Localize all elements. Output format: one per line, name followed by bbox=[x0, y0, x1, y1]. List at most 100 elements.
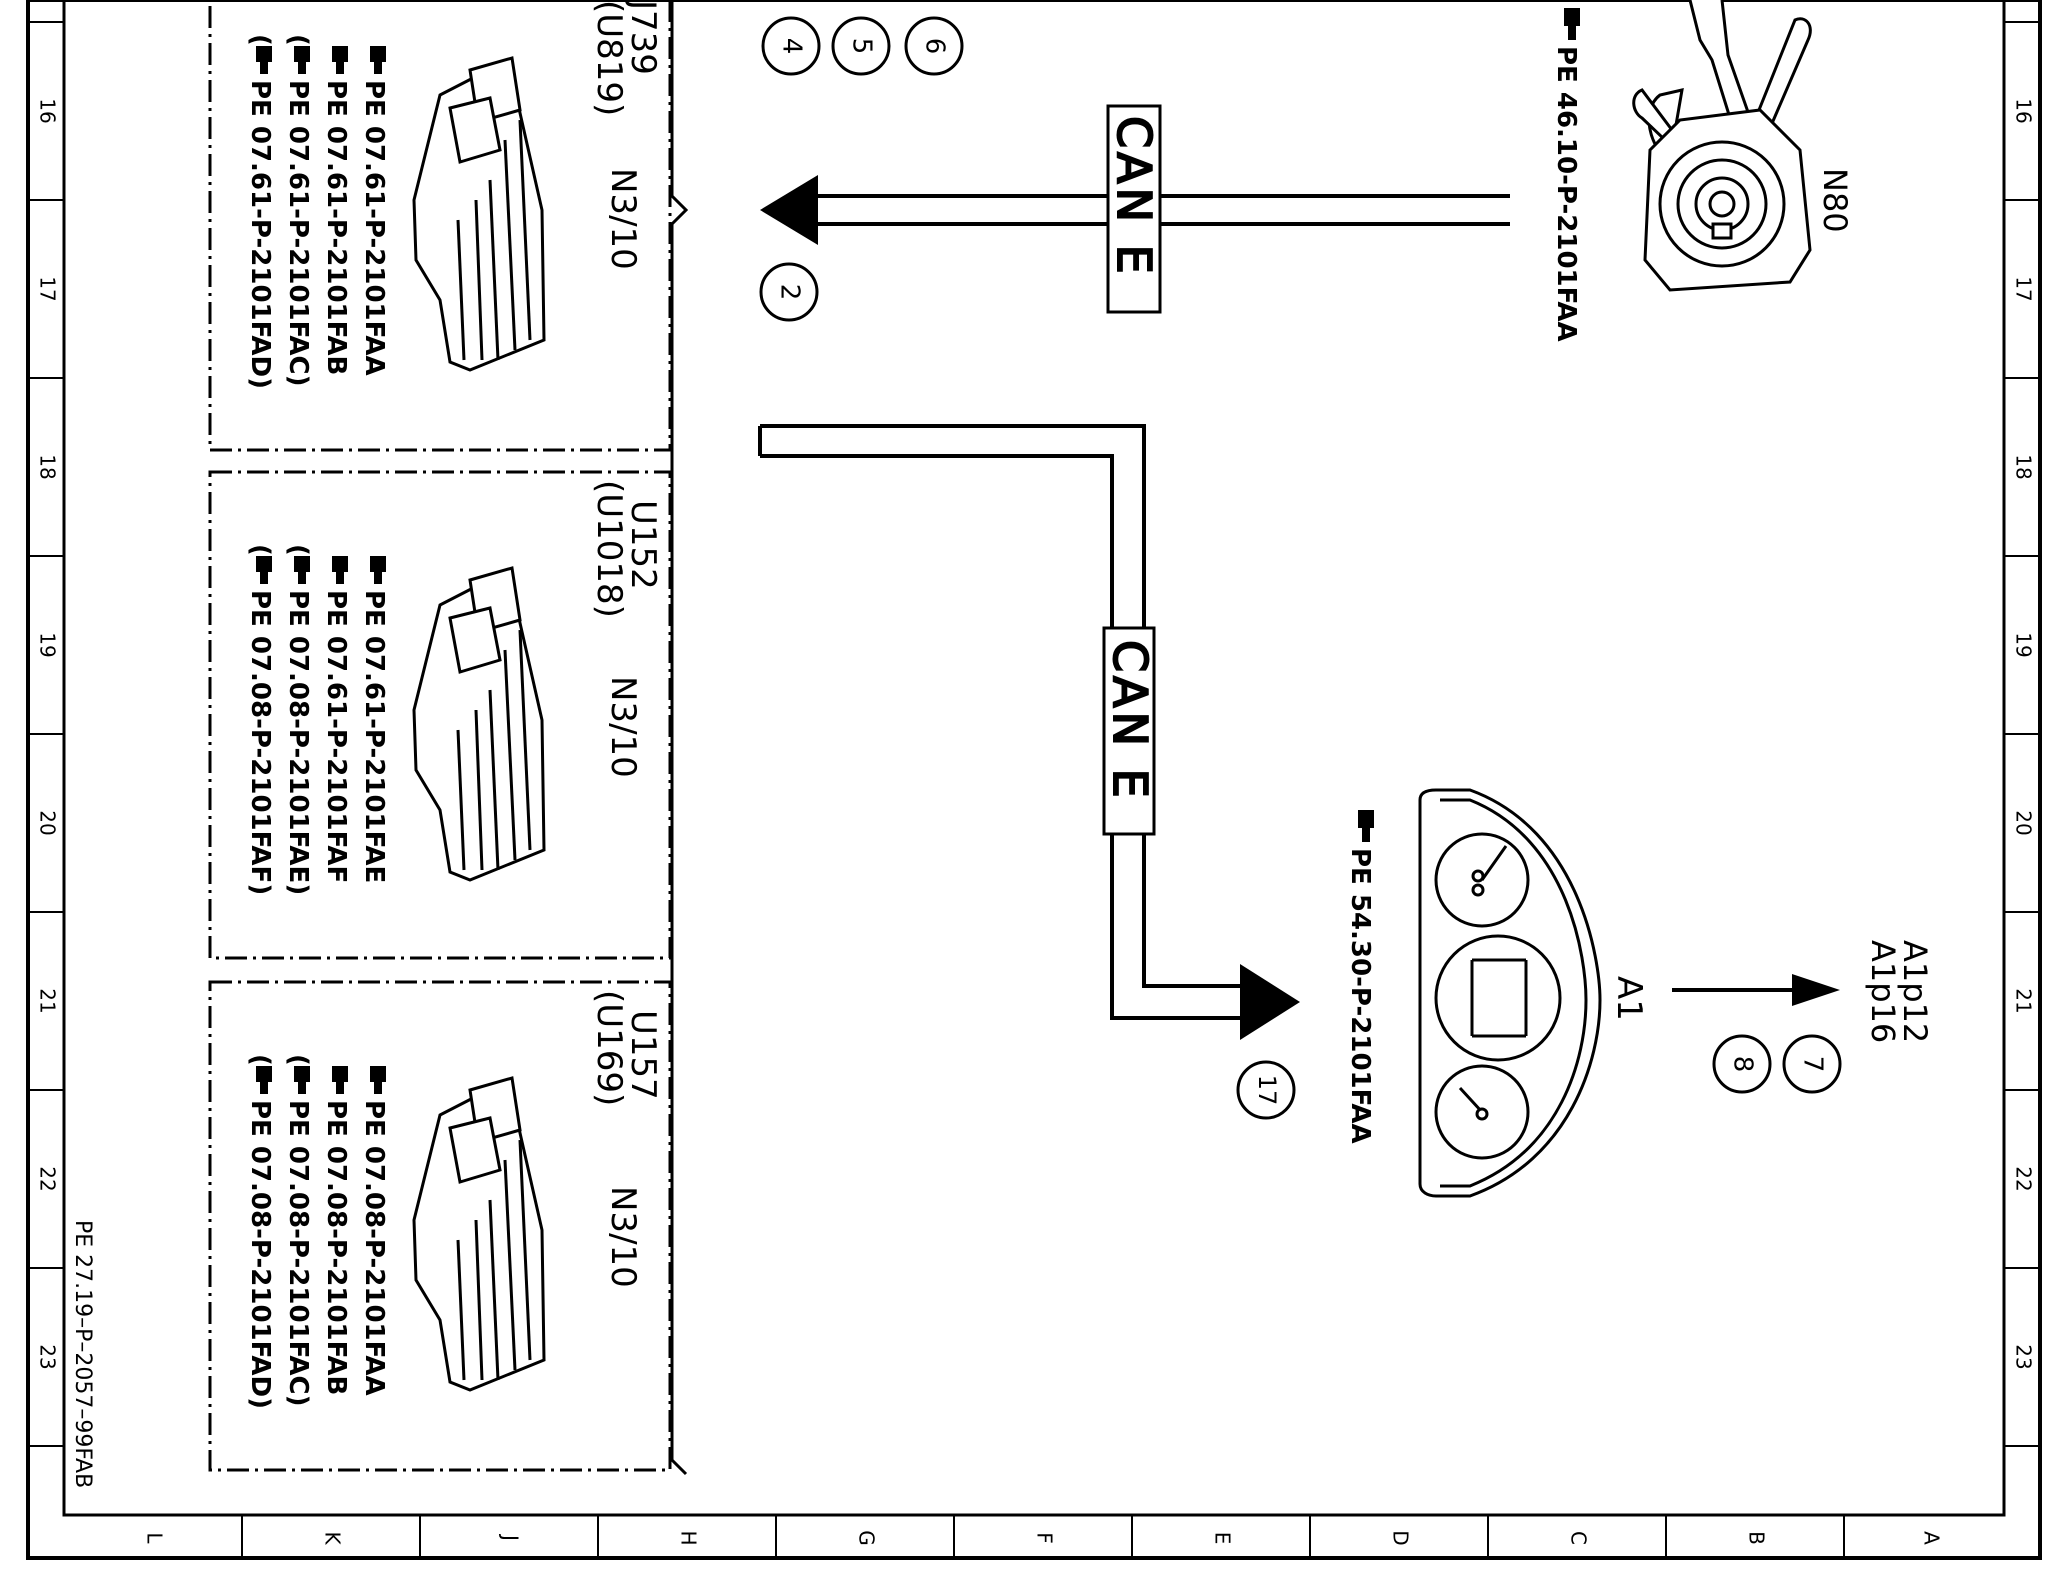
column-labels: L K J H G F E D C B A bbox=[143, 1530, 1944, 1546]
pointing-hand-book-icon bbox=[332, 46, 348, 74]
col-label: K bbox=[321, 1531, 345, 1545]
col-label: L bbox=[143, 1532, 167, 1544]
col-label: F bbox=[1033, 1532, 1057, 1544]
module-2-ref-3: PE 07.08-P-2101FAE) bbox=[283, 590, 313, 895]
row-label: 23 bbox=[36, 1344, 60, 1369]
a1-target-arrow bbox=[1792, 974, 1840, 1006]
module-1-code: J739 bbox=[623, 0, 663, 75]
pointing-hand-book-icon bbox=[294, 556, 310, 584]
module-2-ref-4: PE 07.08-P-2101FAF) bbox=[245, 590, 275, 895]
n80-label: N80 bbox=[1816, 168, 1854, 233]
pointing-hand-book-icon bbox=[256, 46, 272, 74]
module-3-alt: (U169) bbox=[589, 990, 629, 1106]
module-2-alt: (U1018) bbox=[589, 480, 629, 618]
module-2-label: N3/10 bbox=[603, 676, 643, 778]
pointing-hand-book-icon bbox=[332, 1066, 348, 1094]
row-labels-right: 16 17 18 19 20 21 22 23 bbox=[2012, 98, 2036, 1369]
pointing-hand-book-icon bbox=[370, 1066, 386, 1094]
outer-frame bbox=[26, 0, 2042, 1560]
module-2-ref-1: PE 07.61-P-2101FAE bbox=[359, 590, 389, 883]
col-label: C bbox=[1567, 1531, 1591, 1545]
ref-line: PE 07.61-P-2101FAB bbox=[321, 46, 351, 375]
n80-ref: PE 46.10-P-2101FAA bbox=[1551, 8, 1581, 342]
paren: ( bbox=[245, 34, 275, 46]
paren: ( bbox=[245, 544, 275, 556]
pointing-hand-book-icon bbox=[370, 556, 386, 584]
module-1-refs: PE 07.61-P-2101FAA PE 07.61-P-2101FAB ( … bbox=[245, 34, 389, 389]
module-1-ref-2: PE 07.61-P-2101FAB bbox=[321, 80, 351, 375]
can-e-top-link: CAN E bbox=[760, 104, 1510, 314]
module-3-ref-4: PE 07.08-P-2101FAD) bbox=[245, 1100, 275, 1409]
row-label: 17 bbox=[36, 276, 60, 301]
row-label: 22 bbox=[36, 1166, 60, 1191]
can-e-bottom-label: CAN E bbox=[1103, 640, 1157, 802]
row-ticks bbox=[28, 21, 2040, 1447]
marker-8: 8 bbox=[1728, 1056, 1758, 1073]
ref-line: PE 07.08-P-2101FAA bbox=[359, 1066, 389, 1396]
module-1-alt: (U819) bbox=[589, 0, 629, 116]
ref-line: ( PE 07.08-P-2101FAE) bbox=[283, 544, 313, 895]
marker-group-top: 4 5 6 2 bbox=[759, 16, 964, 322]
col-label: A bbox=[1920, 1531, 1944, 1545]
can-e-bottom-box bbox=[1102, 626, 1156, 836]
col-label: J bbox=[499, 1533, 523, 1541]
a1-label: A1 bbox=[1609, 976, 1649, 1021]
a1-target-1: A1p12 bbox=[1896, 940, 1934, 1043]
marker-4: 4 bbox=[777, 38, 807, 55]
a1-drawing bbox=[1418, 788, 1602, 1198]
col-label: B bbox=[1745, 1531, 1769, 1545]
row-label: 20 bbox=[2012, 810, 2036, 835]
paren: ( bbox=[283, 544, 313, 556]
module-3-label: N3/10 bbox=[603, 1186, 643, 1288]
a1-ref: PE 54.30-P-2101FAA bbox=[1345, 810, 1375, 1144]
marker-2: 2 bbox=[775, 284, 805, 301]
ecu-drawing bbox=[412, 566, 546, 882]
pointing-hand-book-icon bbox=[294, 46, 310, 74]
ref-line: ( PE 07.08-P-2101FAD) bbox=[245, 1054, 275, 1409]
row-label: 18 bbox=[2012, 454, 2036, 479]
ref-line: PE 07.08-P-2101FAB bbox=[321, 1066, 351, 1395]
ref-line: ( PE 07.61-P-2101FAC) bbox=[283, 34, 313, 387]
marker-circle bbox=[904, 16, 964, 76]
n80-drawing bbox=[1632, 0, 1812, 292]
can-e-bottom-link: CAN E 17 bbox=[758, 424, 1300, 1120]
row-label: 21 bbox=[2012, 988, 2036, 1013]
marker-circle bbox=[1782, 1034, 1842, 1094]
module-1-ref-4: PE 07.61-P-2101FAD) bbox=[245, 80, 275, 389]
can-e-top-box bbox=[1106, 104, 1162, 314]
row-label: 16 bbox=[2012, 98, 2036, 123]
row-label: 22 bbox=[2012, 1166, 2036, 1191]
module-1-ref-3: PE 07.61-P-2101FAC) bbox=[283, 80, 313, 387]
ref-line: ( PE 07.61-P-2101FAD) bbox=[245, 34, 275, 389]
pointing-hand-book-icon bbox=[256, 1066, 272, 1094]
a1-component: A1 PE 54.30-P-2101FAA A1p12 A1p16 7 8 bbox=[1345, 788, 1934, 1198]
row-label: 21 bbox=[36, 988, 60, 1013]
ref-line: PE 07.61-P-2101FAA bbox=[359, 46, 389, 376]
module-1-label: N3/10 bbox=[603, 168, 643, 270]
module-2: U152 (U1018) N3/10 PE 07.61-P-2101FAE bbox=[208, 470, 672, 960]
marker-circle bbox=[761, 16, 821, 76]
pointing-hand-book-icon bbox=[332, 556, 348, 584]
ref-line: ( PE 07.08-P-2101FAC) bbox=[283, 1054, 313, 1407]
row-label: 20 bbox=[36, 810, 60, 835]
row-label: 17 bbox=[2012, 276, 2036, 301]
row-label: 18 bbox=[36, 454, 60, 479]
column-ticks bbox=[241, 1515, 1845, 1558]
paren: ( bbox=[283, 1054, 313, 1066]
can-e-top-label: CAN E bbox=[1107, 116, 1161, 278]
module-3-ref-3: PE 07.08-P-2101FAC) bbox=[283, 1100, 313, 1407]
row-labels-left: 16 17 18 19 20 21 22 23 bbox=[36, 98, 60, 1369]
a1-target-2: A1p16 bbox=[1864, 940, 1902, 1043]
marker-5: 5 bbox=[847, 38, 877, 55]
marker-circle bbox=[1712, 1034, 1772, 1094]
module-3-ref-2: PE 07.08-P-2101FAB bbox=[321, 1100, 351, 1395]
pointing-hand-book-icon bbox=[370, 46, 386, 74]
ref-line: PE 07.61-P-2101FAF bbox=[321, 556, 351, 883]
can-e-bottom-arrow bbox=[1240, 964, 1300, 1040]
inner-frame bbox=[62, 0, 2006, 1517]
marker-7: 7 bbox=[1798, 1056, 1828, 1073]
module-3-refs: PE 07.08-P-2101FAA PE 07.08-P-2101FAB ( … bbox=[245, 1054, 389, 1409]
can-e-bottom-line bbox=[760, 424, 1240, 1020]
row-label: 23 bbox=[2012, 1344, 2036, 1369]
